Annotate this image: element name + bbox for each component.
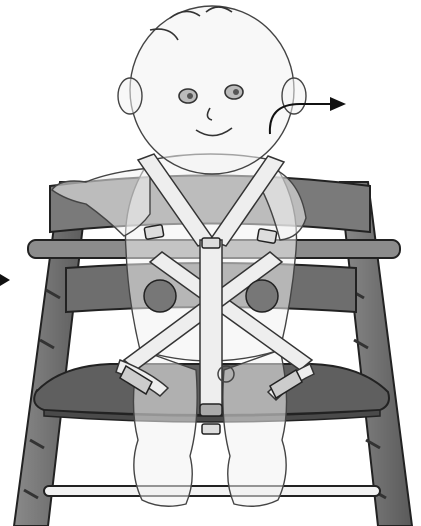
right-upright [340, 182, 412, 526]
side-dial-icon [144, 280, 176, 312]
side-dial-icon [246, 280, 278, 312]
crotch-buckle [200, 404, 222, 416]
footrest-bar [44, 486, 380, 496]
baby-left-ear [118, 78, 142, 114]
baby-head [130, 6, 294, 174]
strap-adjuster-icon [257, 229, 277, 244]
left-upright [14, 182, 88, 526]
arrow-left-icon [0, 274, 10, 286]
strap-adjuster-icon [144, 225, 164, 240]
baby-right-ear [282, 78, 306, 114]
lower-anchor [202, 424, 220, 434]
chest-clip [202, 238, 220, 248]
crotch-strap [200, 240, 222, 408]
baby-right-leg [223, 350, 287, 506]
